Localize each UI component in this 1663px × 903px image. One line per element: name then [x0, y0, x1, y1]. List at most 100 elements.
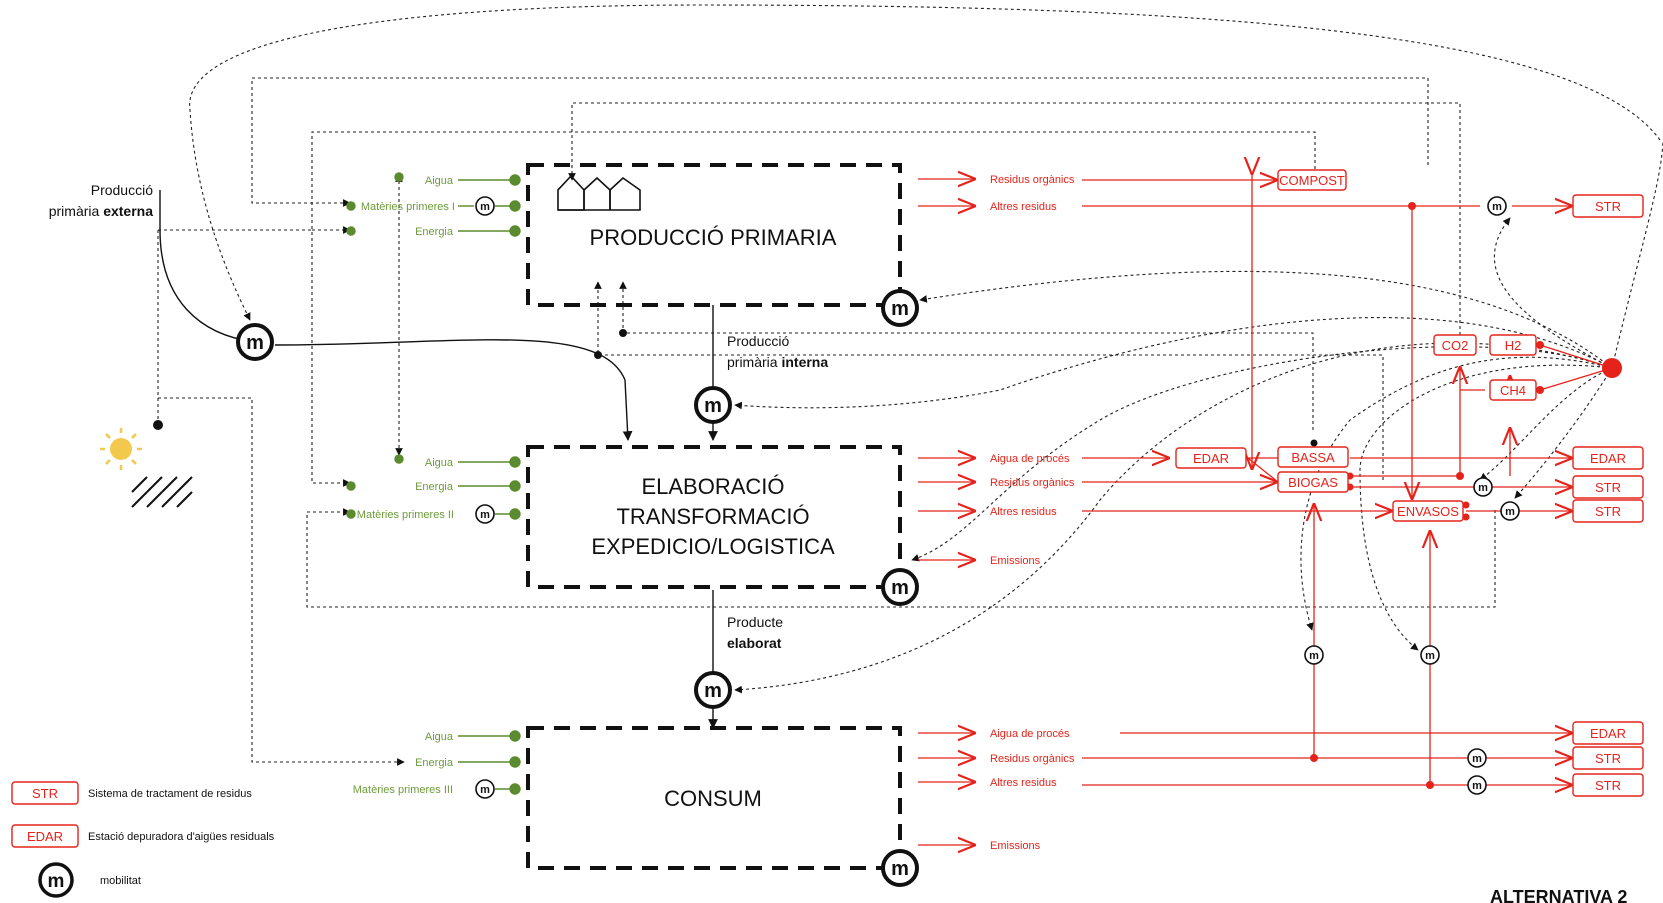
title-consum: CONSUM — [664, 786, 762, 811]
out-residus-organics-1: Residus orgànics — [990, 174, 1075, 186]
node-edar-right: EDAR — [1590, 451, 1626, 466]
input-lines — [346, 172, 521, 795]
input-materies-2: Matèries primeres II — [357, 509, 454, 521]
sun-icon — [100, 428, 142, 470]
mobility-icon: m — [1420, 645, 1440, 665]
box-elaboracio — [526, 445, 902, 589]
input-labels: Aigua Matèries primeres I Energia Aigua … — [353, 175, 455, 796]
svg-text:m: m — [1472, 780, 1482, 792]
stage-boxes — [526, 163, 902, 870]
input-aigua-1: Aigua — [425, 175, 454, 187]
node-bassa: BASSA — [1291, 450, 1335, 465]
svg-text:m: m — [480, 784, 490, 796]
input-energia-3: Energia — [415, 757, 454, 769]
out-emissions-3: Emissions — [990, 840, 1041, 852]
input-materies-3: Matèries primeres III — [353, 784, 453, 796]
out-altres-residus-2: Altres residus — [990, 506, 1057, 518]
node-co2: CO2 — [1442, 338, 1469, 353]
svg-text:m: m — [891, 298, 909, 320]
input-aigua-3: Aigua — [425, 731, 454, 743]
mobility-icon: m — [1467, 775, 1487, 795]
mobility-icon: m — [881, 289, 919, 327]
output-labels: Residus orgànics Altres residus Aigua de… — [990, 174, 1075, 852]
svg-text:m: m — [48, 871, 65, 892]
box-titles: PRODUCCIÓ PRIMARIA ELABORACIÓ TRANSFORMA… — [590, 225, 837, 811]
mobility-icon: m — [1304, 645, 1324, 665]
out-residus-organics-3: Residus orgànics — [990, 753, 1075, 765]
svg-text:m: m — [704, 680, 722, 702]
title-transformacio: TRANSFORMACIÓ — [616, 504, 809, 529]
svg-text:m: m — [1505, 506, 1515, 518]
mobility-icon: m — [881, 568, 919, 606]
out-altres-residus-3: Altres residus — [990, 777, 1057, 789]
mobility-icon: m — [475, 196, 495, 216]
mobility-icon: m — [1487, 196, 1507, 216]
node-compost: COMPOST — [1279, 173, 1345, 188]
svg-text:m: m — [704, 395, 722, 417]
producte-line1: Producte — [727, 614, 783, 630]
producte-line2: elaborat — [727, 635, 782, 651]
svg-text:m: m — [246, 332, 264, 354]
out-aigua-proces-2: Aigua de procés — [990, 453, 1070, 465]
svg-text:m: m — [1472, 753, 1482, 765]
svg-text:m: m — [1425, 650, 1435, 662]
title-elaboracio: ELABORACIÓ — [641, 474, 784, 499]
input-energia-2: Energia — [415, 481, 454, 493]
svg-text:m: m — [891, 858, 909, 880]
mobility-icon: m — [236, 323, 274, 361]
source-point — [1602, 358, 1622, 378]
node-envasos: ENVASOS — [1397, 504, 1459, 519]
node-labels: COMPOST STR CO2 H2 CH4 EDAR BASSA BIOGAS… — [1193, 173, 1626, 793]
node-h2: H2 — [1505, 338, 1522, 353]
flow-labels: Producció primària externa Producció pri… — [49, 182, 829, 651]
node-str-top: STR — [1595, 199, 1621, 214]
mobility-icon: m — [694, 671, 732, 709]
mobility-icon: m — [475, 504, 495, 524]
farm-buildings-icon — [557, 174, 641, 211]
svg-text:m: m — [480, 201, 490, 213]
out-residus-organics-2: Residus orgànics — [990, 477, 1075, 489]
svg-text:m: m — [891, 577, 909, 599]
prod-externa-line1: Producció — [91, 182, 153, 198]
prod-interna-line1: Producció — [727, 333, 789, 349]
mobility-icon: m — [1500, 501, 1520, 521]
input-energia-1: Energia — [415, 226, 454, 238]
node-ch4: CH4 — [1500, 383, 1526, 398]
node-str-bottom-2: STR — [1595, 778, 1621, 793]
node-str-mid-2: STR — [1595, 504, 1621, 519]
svg-text:m: m — [1492, 201, 1502, 213]
legend-str-desc: Sistema de tractament de residus — [88, 788, 252, 800]
mobility-small: m m m m m m m m m m — [475, 196, 1520, 799]
legend-edar: EDAR — [27, 829, 63, 844]
mobility-icon: m — [1467, 748, 1487, 768]
node-edar-mid: EDAR — [1193, 451, 1229, 466]
mobility-icon: m — [1473, 477, 1493, 497]
svg-text:m: m — [1309, 650, 1319, 662]
legend-str: STR — [32, 786, 58, 801]
mobility-large: m m m m m m — [236, 289, 919, 887]
out-emissions-2: Emissions — [990, 555, 1041, 567]
svg-text:m: m — [480, 509, 490, 521]
title-produccio-primaria: PRODUCCIÓ PRIMARIA — [590, 225, 837, 250]
node-biogas: BIOGAS — [1288, 475, 1338, 490]
prod-externa-line2: primària externa — [49, 203, 153, 219]
out-altres-residus-1: Altres residus — [990, 201, 1057, 213]
svg-text:m: m — [1478, 482, 1488, 494]
rain-icon — [131, 476, 193, 508]
legend-edar-desc: Estació depuradora d'aigües residuals — [88, 831, 275, 843]
prod-interna-line2: primària interna — [727, 354, 828, 370]
box-consum — [526, 726, 902, 870]
node-str-bottom-1: STR — [1595, 751, 1621, 766]
dotted-links — [153, 4, 1663, 766]
legend-mob-desc: mobilitat — [100, 875, 141, 887]
node-edar-bottom: EDAR — [1590, 726, 1626, 741]
title-expedicio: EXPEDICIO/LOGISTICA — [591, 534, 835, 559]
out-aigua-proces-3: Aigua de procés — [990, 728, 1070, 740]
legend: STR Sistema de tractament de residus EDA… — [11, 781, 275, 898]
footer-title: ALTERNATIVA 2 — [1490, 887, 1627, 903]
mobility-icon: m — [475, 779, 495, 799]
mobility-icon: m — [881, 849, 919, 887]
node-boxes — [1175, 169, 1644, 797]
legend-mobility-icon: m — [38, 862, 74, 898]
